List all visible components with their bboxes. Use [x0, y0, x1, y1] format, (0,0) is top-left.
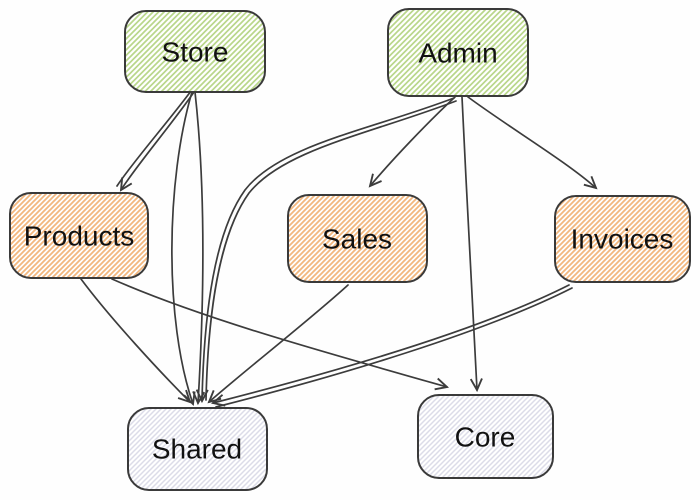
node-core-label: Core [455, 422, 516, 453]
edge-invoices-shared-twin [215, 287, 573, 408]
edge-store-shared [171, 91, 196, 406]
edge-sales-shared [207, 284, 349, 404]
node-invoices: Invoices [554, 195, 691, 283]
node-sales-box [287, 194, 428, 283]
edge-invoices-shared [210, 284, 570, 407]
node-store-box [124, 10, 266, 93]
node-products-box [9, 192, 149, 279]
edge-store-products [119, 91, 195, 192]
edge-admin-shared-twin [205, 100, 457, 401]
node-core-box [417, 394, 554, 479]
edge-store-shared-strand [192, 91, 206, 406]
node-sales: Sales [287, 194, 428, 283]
node-admin-box [387, 8, 529, 97]
node-core: Core [417, 394, 554, 479]
node-shared-box [127, 407, 268, 491]
node-invoices-box [554, 195, 691, 283]
edge-products-shared [80, 278, 192, 404]
node-shared: Shared [127, 407, 268, 491]
node-store-label: Store [162, 37, 229, 68]
edge-admin-invoices [467, 96, 598, 190]
node-shared-label: Shared [152, 434, 242, 465]
edge-store-products-twin [116, 90, 192, 187]
edge-admin-sales [368, 96, 456, 188]
node-store: Store [124, 10, 266, 93]
node-products: Products [9, 192, 149, 279]
node-admin: Admin [387, 8, 529, 97]
node-invoices-label: Invoices [571, 224, 674, 255]
node-admin-label: Admin [418, 38, 497, 69]
edge-products-core [111, 278, 450, 391]
edge-admin-core [461, 96, 483, 393]
edge-admin-shared [195, 97, 455, 404]
node-products-label: Products [24, 221, 135, 252]
edges-layer [80, 90, 598, 408]
node-sales-label: Sales [322, 224, 392, 255]
